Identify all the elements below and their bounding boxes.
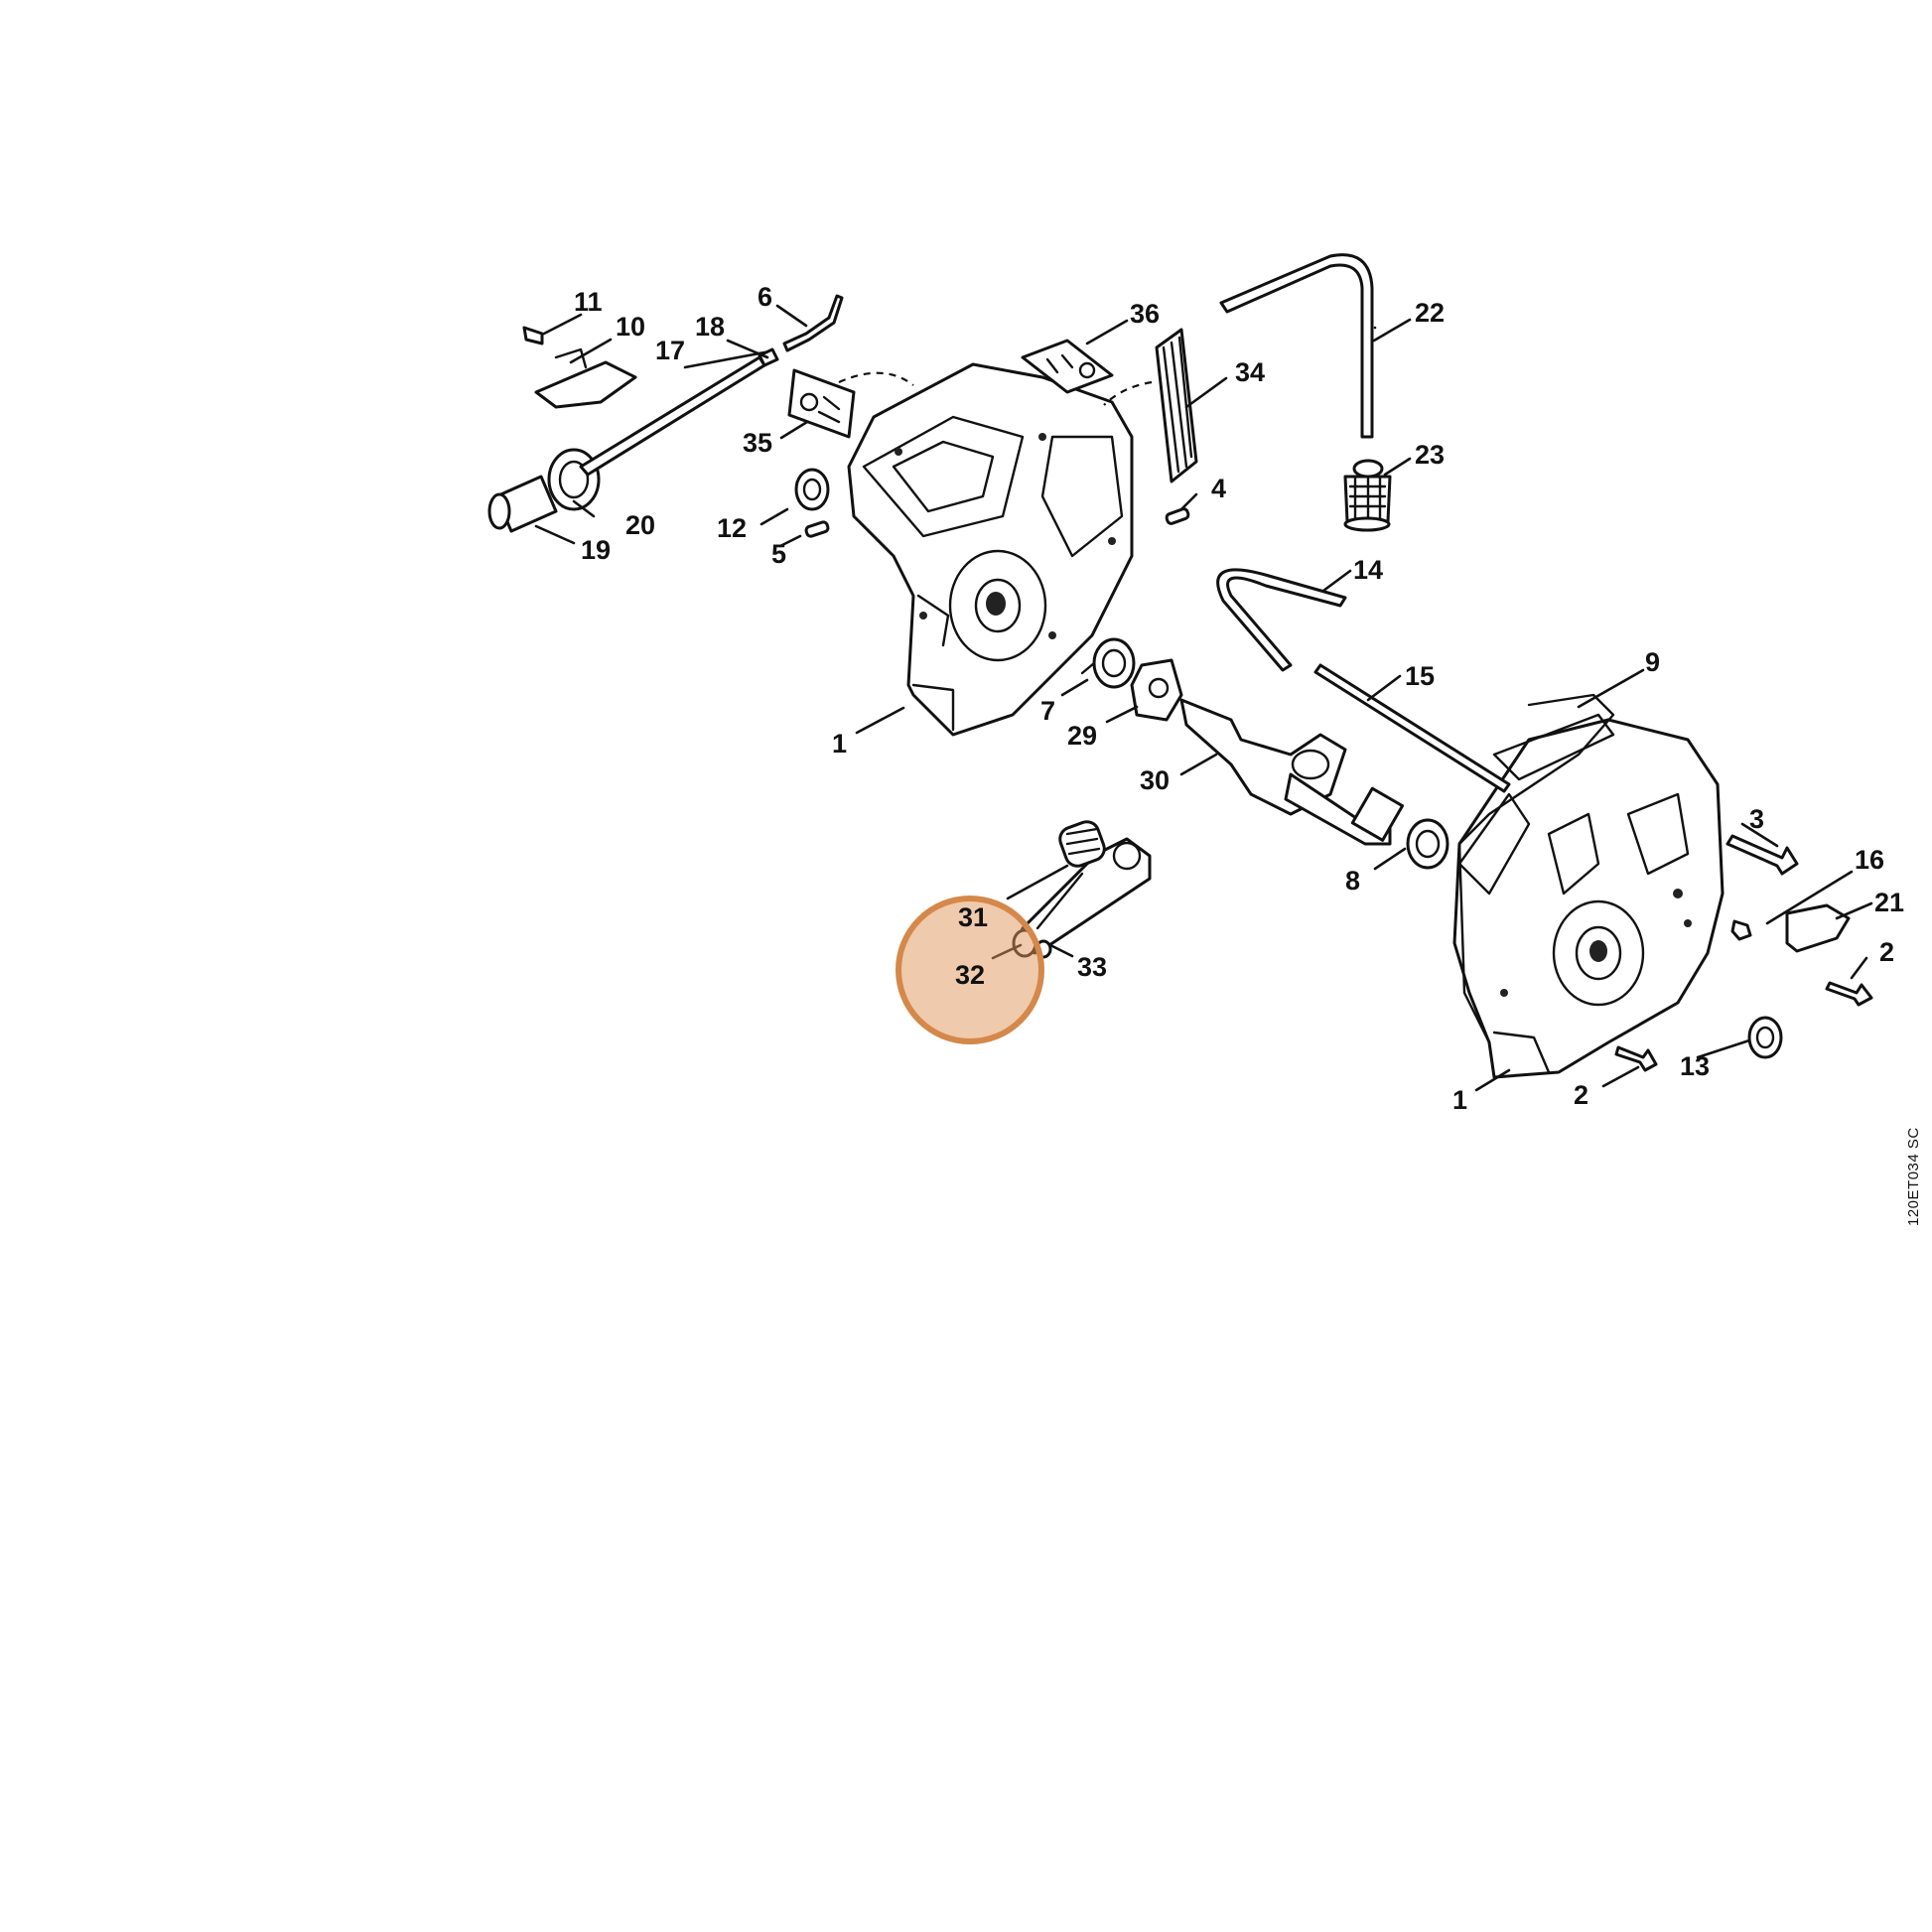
callout-22[interactable]: 22 — [1415, 298, 1445, 328]
callout-35[interactable]: 35 — [743, 428, 772, 458]
bearing-8[interactable] — [1406, 818, 1449, 870]
warning-label-36[interactable] — [1021, 339, 1114, 394]
callout-17[interactable]: 17 — [655, 336, 685, 365]
grille-34[interactable] — [1155, 328, 1198, 483]
hose-6[interactable] — [782, 294, 844, 352]
callout-10[interactable]: 10 — [616, 312, 645, 342]
callout-11[interactable]: 11 — [574, 287, 603, 317]
callout-4[interactable]: 4 — [1211, 474, 1226, 503]
callout-32[interactable]: 32 — [955, 960, 985, 990]
arrow-36-to-case — [1103, 380, 1153, 406]
bracket-21[interactable] — [1785, 903, 1851, 953]
callout-19[interactable]: 19 — [581, 535, 611, 565]
highlight-circle — [896, 896, 1044, 1044]
fuel-filter-23[interactable] — [1343, 459, 1392, 532]
callout-31[interactable]: 31 — [958, 902, 988, 932]
callout-34[interactable]: 34 — [1235, 357, 1265, 387]
pin-5[interactable] — [804, 520, 830, 538]
callout-5[interactable]: 5 — [771, 539, 786, 569]
callout-1-upper[interactable]: 1 — [832, 729, 847, 759]
crankcase-half-right[interactable] — [1452, 713, 1725, 1079]
drawing-reference: 120ET034 SC — [1905, 1127, 1922, 1226]
screw-3[interactable] — [1725, 834, 1799, 876]
screw-2-bottom[interactable] — [1614, 1045, 1658, 1072]
crankcase-half-left[interactable] — [847, 362, 1134, 737]
callout-14[interactable]: 14 — [1353, 555, 1383, 585]
bearing-7[interactable] — [1080, 637, 1136, 689]
line-15[interactable] — [1313, 663, 1511, 793]
gasket[interactable] — [1457, 693, 1615, 1044]
callout-12[interactable]: 12 — [717, 513, 747, 543]
hose-14[interactable] — [1216, 568, 1347, 672]
callout-1-lower[interactable]: 1 — [1452, 1085, 1467, 1115]
callout-18[interactable]: 18 — [695, 312, 725, 342]
callout-numbers: 11 10 17 18 6 36 22 34 35 23 4 12 20 5 1… — [574, 282, 1904, 1115]
callout-7[interactable]: 7 — [1040, 696, 1055, 726]
callout-29[interactable]: 29 — [1067, 721, 1097, 751]
flange-29[interactable] — [1130, 658, 1183, 722]
arrow-35-to-case — [838, 371, 914, 386]
callout-9[interactable]: 9 — [1645, 647, 1660, 677]
screw-16[interactable] — [1730, 919, 1752, 941]
screw-2-right[interactable] — [1825, 981, 1873, 1007]
fuel-hose-22[interactable] — [1219, 253, 1374, 439]
needle-cage[interactable] — [1056, 818, 1107, 869]
seal-12[interactable] — [794, 468, 830, 511]
callout-16[interactable]: 16 — [1855, 845, 1884, 875]
callout-20[interactable]: 20 — [625, 510, 655, 540]
callout-21[interactable]: 21 — [1874, 888, 1904, 917]
callout-2-bottom[interactable]: 2 — [1574, 1080, 1588, 1110]
connecting-rod[interactable] — [1016, 837, 1152, 955]
callout-23[interactable]: 23 — [1415, 440, 1445, 470]
callout-33[interactable]: 33 — [1077, 952, 1107, 982]
pickup-body-19[interactable] — [487, 475, 558, 533]
callout-2-right[interactable]: 2 — [1879, 937, 1894, 967]
callout-30[interactable]: 30 — [1140, 765, 1170, 795]
warning-label-35[interactable] — [787, 368, 856, 439]
leader-lines — [534, 304, 1873, 1092]
callout-8[interactable]: 8 — [1345, 866, 1360, 896]
screw-11[interactable] — [522, 326, 544, 345]
callout-13[interactable]: 13 — [1680, 1051, 1710, 1081]
bracket-10[interactable] — [534, 347, 637, 409]
seal-13[interactable] — [1747, 1016, 1783, 1059]
callout-3[interactable]: 3 — [1749, 804, 1764, 834]
callout-36[interactable]: 36 — [1130, 299, 1160, 329]
pin-4[interactable] — [1165, 507, 1190, 525]
callout-15[interactable]: 15 — [1405, 661, 1435, 691]
crankshaft[interactable] — [1179, 698, 1405, 846]
callout-6[interactable]: 6 — [758, 282, 772, 312]
